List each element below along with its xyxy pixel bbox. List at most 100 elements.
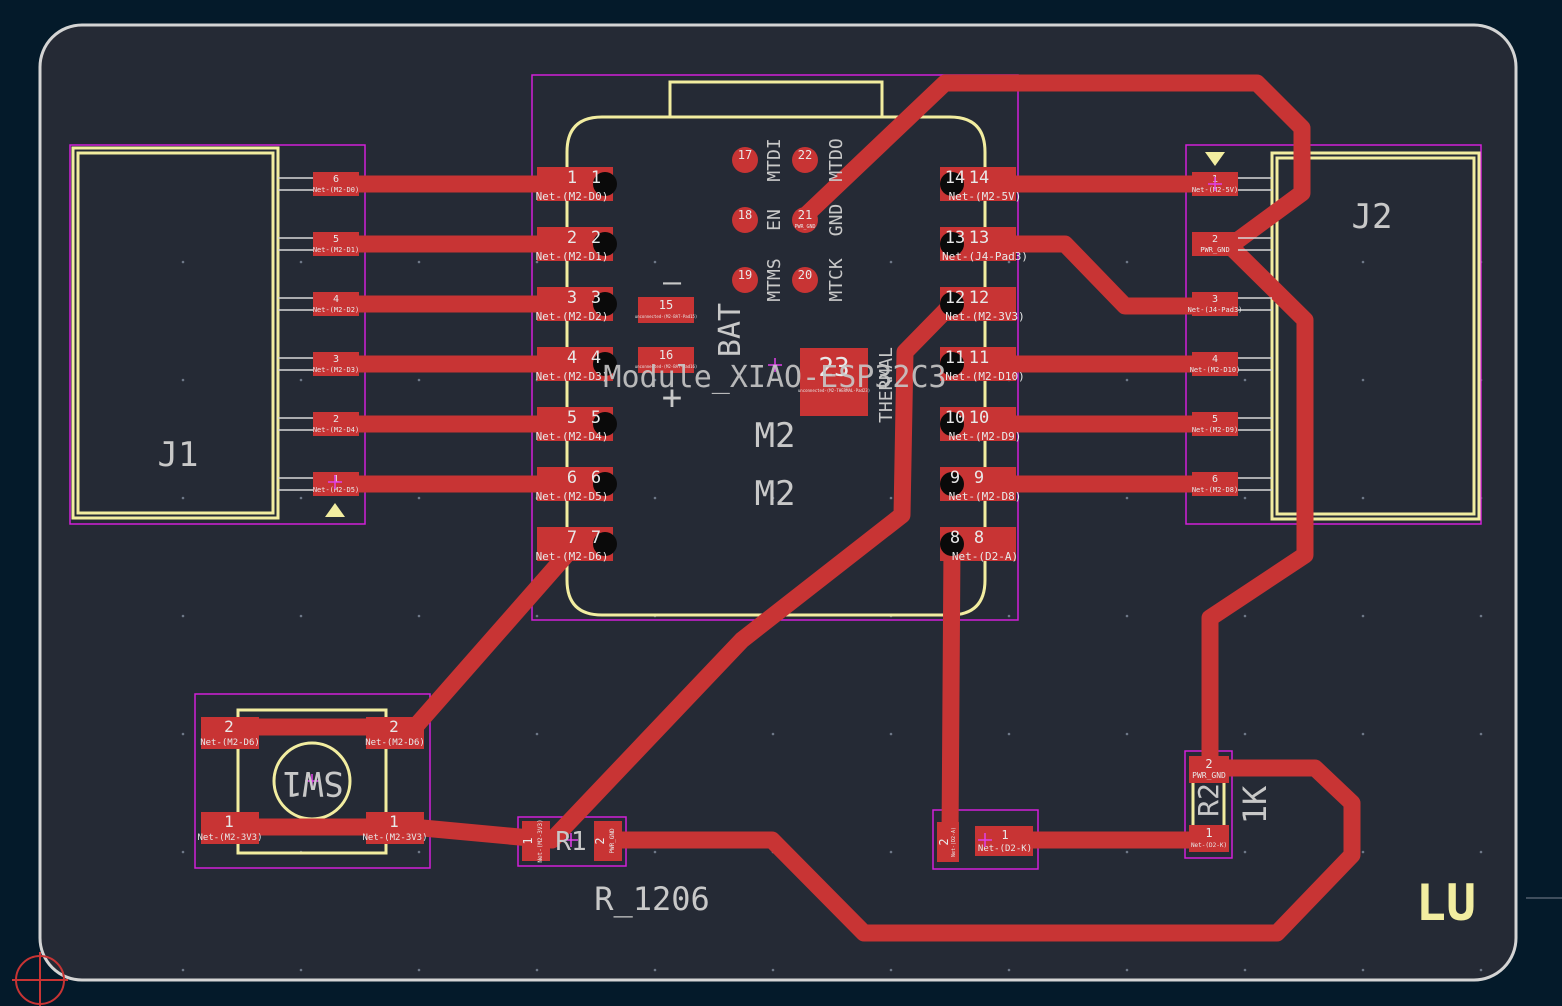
sw1-pad[interactable] (366, 717, 424, 749)
xiao-right-pad-number: 9 (950, 468, 960, 488)
sw1-courtyard (194, 693, 431, 869)
j1-pad-number: 2 (333, 414, 339, 425)
xiao-left-pad-number-2: 3 (591, 288, 601, 308)
j2-pad-net: PWR_GND (1200, 246, 1230, 254)
xiao-center-pad[interactable] (800, 348, 868, 416)
j1-pad[interactable] (313, 172, 359, 196)
sw1-pad-net: Net-(M2-D6) (365, 738, 425, 748)
j1-pad-net: Net-(M2-D2) (313, 306, 359, 314)
xiao-center-pad[interactable] (638, 347, 694, 373)
xiao-center-pad-number: 16 (659, 348, 673, 362)
track-gnd-top (796, 74, 1311, 255)
j2-pad-net: Net-(J4-Pad3) (1188, 306, 1243, 314)
j2-pin1-marker (1205, 152, 1225, 166)
xiao-left-pad-net: Net-(M2-D2) (536, 310, 609, 323)
xiao-left-pad-net: Net-(M2-D3) (536, 370, 609, 383)
sw1-pad-net: Net-(M2-3V3) (197, 833, 262, 843)
j1-pad[interactable] (313, 412, 359, 436)
xiao-center-pad-number: 15 (659, 298, 673, 312)
xiao-left-pad-number-2: 4 (591, 348, 601, 368)
j2-pad-net: Net-(M2-D10) (1190, 366, 1241, 374)
j2-pad-net: Net-(M2-D9) (1192, 426, 1238, 434)
xiao-left-pad-net: Net-(M2-D0) (536, 190, 609, 203)
r2-pad[interactable] (1189, 825, 1229, 852)
j1-pad[interactable] (313, 472, 359, 496)
r2-value: 1K (1236, 785, 1274, 824)
xiao-left-pad-number: 6 (567, 468, 577, 488)
r1-pad-net: PWR_GND (609, 828, 616, 854)
j2-pad[interactable] (1192, 472, 1238, 496)
xiao-left-pad-number: 2 (567, 228, 577, 248)
jtag-pad-number: 21 (798, 208, 812, 222)
xiao-center-pad[interactable] (638, 297, 694, 323)
j2-pad-net: Net-(M2-D8) (1192, 486, 1238, 494)
jtag-pad-label: MTCK (826, 258, 847, 302)
jtag-pad-net: PWR_GND (794, 224, 815, 230)
xiao-castellated-hole (940, 472, 964, 496)
pads-layer: 6 Net-(M2-D0) 5 Net-(M2-D1) 4 Net-(M2-D2) 3Net… (197, 138, 1272, 863)
d2-pad[interactable] (937, 822, 959, 862)
j2-pad[interactable] (1192, 232, 1238, 256)
xiao-right-pad-number: 14 (945, 168, 965, 188)
d2-pad-number: 2 (937, 838, 951, 845)
j2-pad[interactable] (1192, 352, 1238, 376)
j1-pad[interactable] (313, 352, 359, 376)
track-3v3-diag (543, 295, 961, 849)
xiao-castellated-hole (940, 352, 964, 376)
jtag-pad[interactable] (792, 207, 818, 233)
j1-pad-net: Net-(M2-D3) (313, 366, 359, 374)
r2-pad-net: Net-(D2-K) (1191, 842, 1227, 849)
jtag-pad[interactable] (792, 147, 818, 173)
jtag-pad[interactable] (792, 267, 818, 293)
r1-pad[interactable] (594, 821, 622, 861)
xiao-castellated-hole (940, 532, 964, 556)
j2-pad[interactable] (1192, 292, 1238, 316)
track-d2a (941, 537, 961, 847)
j2-body-silk (1270, 151, 1481, 521)
r2-pad-net: PWR_GND (1192, 771, 1226, 780)
bat-label: BAT (713, 303, 748, 357)
r2-pad[interactable] (1189, 756, 1229, 783)
xiao-center-pad-net: unconnected-(M2-BAT-Pad15) (635, 314, 698, 319)
r1-pad-net: Net-(M2-3V3) (537, 819, 544, 862)
xiao-left-pad-number: 7 (567, 528, 577, 548)
xiao-left-pad-net: Net-(M2-D1) (536, 250, 609, 263)
j1-pad-net: Net-(M2-D4) (313, 426, 359, 434)
jtag-pad-label: MTDI (764, 138, 785, 181)
lu-silk-text: LU (1416, 874, 1476, 932)
xiao-castellated-hole (940, 172, 964, 196)
xiao-left-pad-number-2: 6 (591, 468, 601, 488)
sw1-pad[interactable] (201, 717, 259, 749)
j1-pad[interactable] (313, 232, 359, 256)
xiao-castellated-hole (940, 412, 964, 436)
j2-body-inner-silk (1275, 156, 1476, 516)
jtag-pad-label: MTDO (826, 138, 847, 181)
xiao-left-pad-number: 5 (567, 408, 577, 428)
r2-pad-number: 2 (1205, 757, 1212, 771)
jtag-pad-number: 19 (738, 268, 752, 282)
j2-pad[interactable] (1192, 412, 1238, 436)
m2-value: Module_XIAO-ESP32C3 (603, 360, 946, 395)
xiao-castellated-hole (593, 352, 617, 376)
j1-pad[interactable] (313, 292, 359, 316)
sw1-pad-number: 1 (224, 812, 234, 831)
jtag-pad[interactable] (732, 207, 758, 233)
sw1-pad[interactable] (366, 812, 424, 844)
sw1-pad[interactable] (201, 812, 259, 844)
xiao-left-pad-net: Net-(M2-D4) (536, 430, 609, 443)
jtag-pad-label: GND (826, 204, 847, 237)
xiao-right-pad-number: 13 (945, 228, 965, 248)
j2-courtyard (1185, 144, 1482, 525)
j1-ref: J1 (158, 435, 199, 475)
j1-courtyard (69, 144, 366, 525)
xiao-castellated-hole (593, 532, 617, 556)
r1-pad[interactable] (522, 821, 550, 861)
jtag-pad-number: 22 (798, 148, 812, 162)
m2-ref-b: M2 (755, 474, 796, 514)
jtag-pad[interactable] (732, 267, 758, 293)
xiao-left-pad-net: Net-(M2-D6) (536, 550, 609, 563)
j2-pad-number: 2 (1212, 234, 1218, 245)
jtag-pad[interactable] (732, 147, 758, 173)
xiao-right-pad-number-2: 12 (969, 288, 989, 308)
